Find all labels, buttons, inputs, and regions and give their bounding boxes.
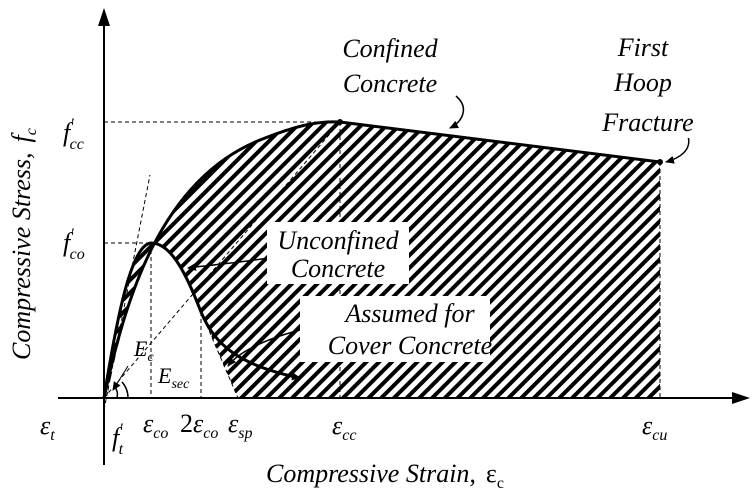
x-axis-title: Compressive Strain,εc <box>266 459 504 492</box>
x-tick-ecu: εcu <box>642 411 667 444</box>
y-tick-fco: f'co <box>63 226 85 263</box>
y-tick-fcc: f'cc <box>63 116 84 153</box>
hoop-fracture-point <box>657 159 663 165</box>
cover-label-line1: Assumed for <box>343 299 475 328</box>
esec-label: Esec <box>157 363 190 392</box>
confined-curve <box>102 120 661 399</box>
tensile-strength-label: f't <box>112 421 124 458</box>
hoop-label-line1: First <box>617 33 669 62</box>
cover-curve <box>199 311 301 381</box>
unconfined-label-line2: Concrete <box>291 254 385 283</box>
confined-label-line1: Confined <box>342 34 438 63</box>
x-axis-arrow <box>732 392 750 404</box>
y-axis-title: Compressive Stress,fc <box>7 128 40 360</box>
confined-label-line2: Concrete <box>343 69 437 98</box>
esec-angle-arc <box>121 381 129 399</box>
cover-label-line2: Cover Concrete <box>328 331 492 360</box>
x-tick-2eco: 2εco <box>180 409 218 442</box>
ec-label: Ec <box>133 336 154 365</box>
confined-leader <box>449 95 465 129</box>
ec-pointer <box>112 365 129 391</box>
cover-leader <box>227 329 301 367</box>
y-axis-arrow <box>98 8 110 26</box>
hoop-leader <box>665 135 690 164</box>
hoop-label-line2: Hoop <box>613 68 672 97</box>
x-tick-esp: εsp <box>228 409 252 442</box>
peak-confined-point <box>337 119 343 125</box>
unconfined-leader <box>187 257 269 271</box>
x-tick-et: εt <box>40 411 55 444</box>
secant-line <box>103 121 341 399</box>
hoop-label-line3: Fracture <box>601 108 693 137</box>
x-tick-eco: εco <box>143 409 168 442</box>
x-tick-ecc: εcc <box>332 411 356 444</box>
unconfined-label-line1: Unconfined <box>277 226 399 255</box>
tangent-line <box>103 174 151 411</box>
unconfined-curve <box>102 241 203 399</box>
